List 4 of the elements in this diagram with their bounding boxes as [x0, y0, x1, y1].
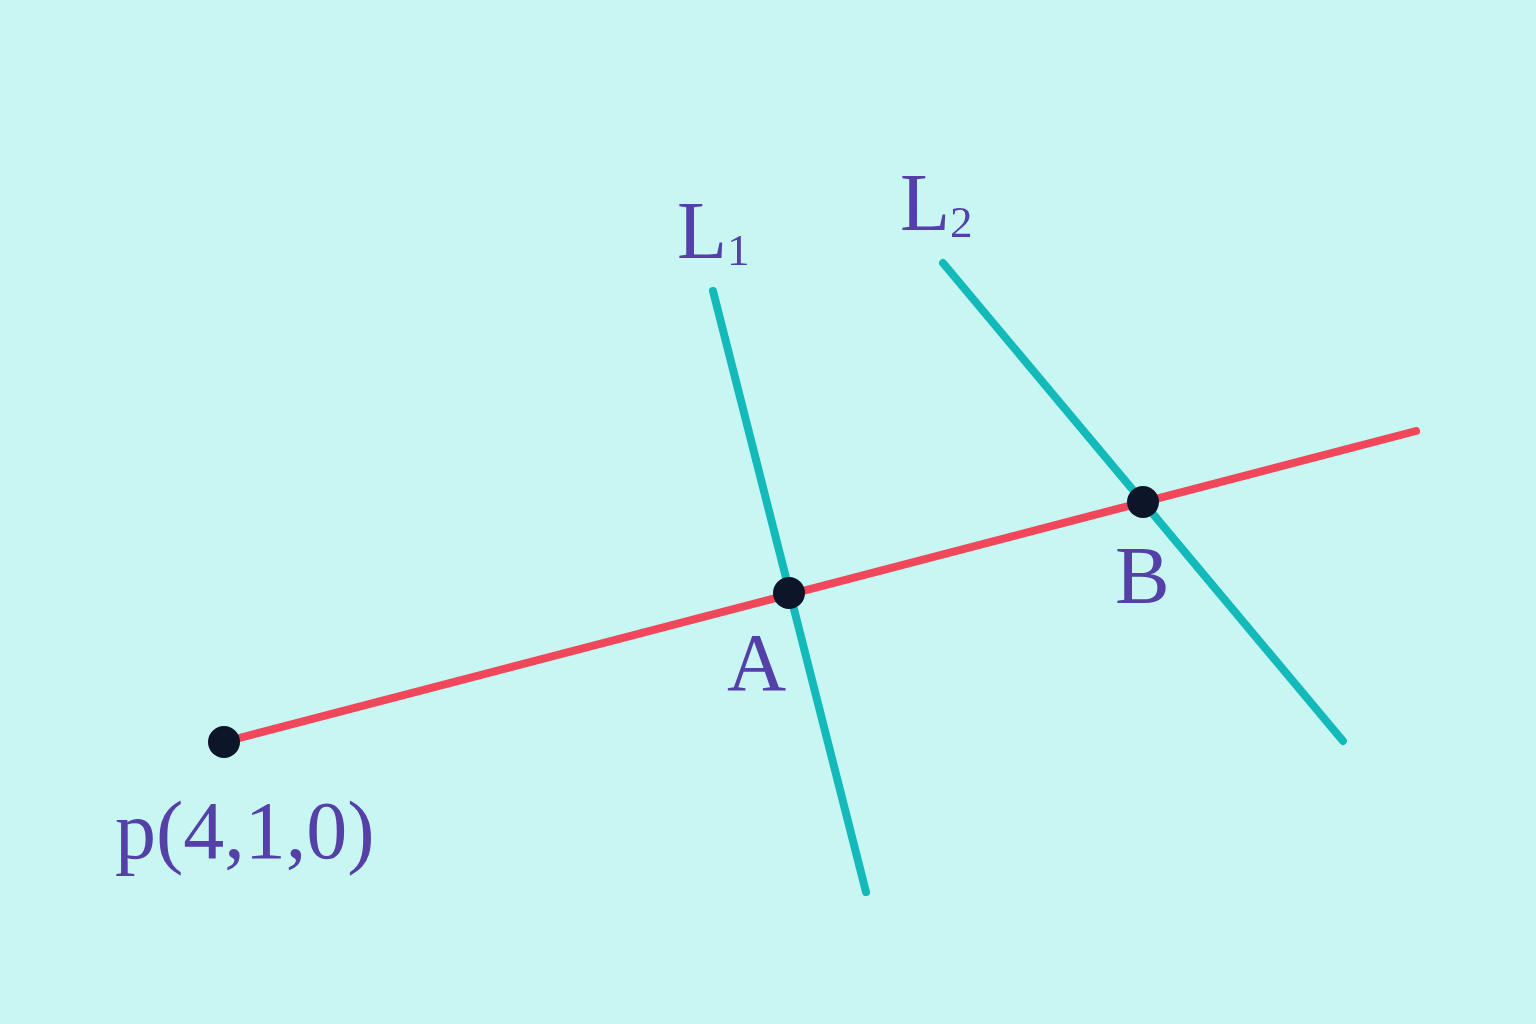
line-label: L$_{2}$	[900, 162, 973, 245]
point-label: A	[727, 622, 787, 704]
point-label: B	[1115, 535, 1170, 617]
line-label: L$_{1}$	[677, 190, 750, 273]
